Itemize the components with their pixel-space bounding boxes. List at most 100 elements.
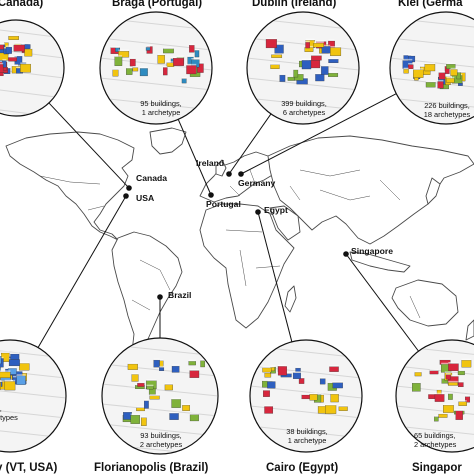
location-marker-egypt [255, 209, 261, 215]
building-roof [118, 49, 129, 52]
street [0, 385, 65, 399]
country-border [229, 185, 241, 197]
building-block [189, 45, 195, 53]
building-roof [0, 354, 2, 357]
building-block [298, 378, 305, 384]
panel-4 [0, 339, 67, 453]
building-roof [20, 62, 31, 65]
panel-caption-braga: 95 buildings, 1 archetype [113, 99, 209, 117]
building-roof [448, 392, 453, 394]
building-roof [264, 371, 271, 374]
building-block [118, 50, 130, 58]
building-block [0, 371, 11, 378]
marker-label-ireland: Ireland [196, 158, 225, 168]
building-roof [413, 68, 424, 70]
building-block [458, 382, 464, 388]
building-roof [194, 48, 200, 51]
building-roof [458, 400, 467, 402]
building-roof [110, 46, 120, 48]
panel-title-kiel: Kiel (Germa [398, 0, 463, 9]
country-border [131, 299, 151, 311]
panel-title-florianopolis: Florianopolis (Brazil) [94, 462, 209, 474]
location-marker-usa [123, 193, 129, 199]
building-roof [305, 40, 310, 43]
building-roof [0, 62, 4, 65]
building-roof [1, 351, 10, 354]
marker-label-brazil: Brazil [168, 290, 192, 300]
building-roof [338, 405, 348, 407]
panel-6 [249, 339, 363, 453]
building-roof [127, 362, 138, 365]
caption-archetypes: 6 archetypes [282, 108, 326, 117]
building-roof [191, 58, 200, 60]
building-roof [465, 395, 470, 397]
country-border [87, 205, 105, 211]
building-roof [4, 41, 9, 43]
building-roof [114, 55, 123, 57]
building-block [295, 367, 301, 372]
building-roof [448, 380, 458, 383]
building-roof [130, 57, 136, 60]
building-block [153, 359, 160, 368]
building-roof [327, 381, 337, 384]
building-block [424, 63, 436, 72]
building-block [448, 363, 459, 371]
location-marker-portugal [208, 192, 214, 198]
building-roof [318, 393, 324, 395]
country-border [249, 169, 257, 187]
building-block [189, 370, 200, 378]
building-roof [12, 369, 23, 372]
country-border [225, 229, 263, 233]
landmass-british-isles [215, 159, 227, 177]
building-block [0, 381, 1, 390]
building-roof [187, 55, 194, 57]
building-roof [136, 406, 145, 408]
building-block [328, 72, 339, 77]
leader-line [240, 93, 397, 175]
country-border [379, 179, 401, 201]
landmass-asia [267, 135, 474, 245]
location-marker-ireland [226, 171, 232, 177]
panel-title-braga: Braga (Portugal) [112, 0, 203, 9]
building-block [112, 69, 119, 77]
panel-title-canada: (Canada) [0, 0, 44, 9]
country-border [255, 265, 281, 269]
building-block [301, 60, 312, 70]
panel-7 [395, 339, 474, 453]
building-block [0, 366, 1, 372]
building-roof [414, 370, 422, 373]
building-roof [16, 66, 23, 69]
caption-archetypes: etypes [0, 413, 18, 422]
building-block [163, 67, 168, 76]
building-block [270, 64, 280, 69]
building-roof [443, 403, 454, 406]
building-block [166, 62, 175, 67]
building-block [189, 414, 199, 422]
building-roof [294, 72, 304, 75]
building-block [0, 358, 4, 368]
panel-scene [397, 345, 474, 451]
country-border [239, 249, 247, 287]
street [391, 37, 474, 51]
caption-buildings: 65 buildings, [414, 431, 456, 440]
building-roof [0, 43, 4, 45]
building-roof [6, 45, 12, 48]
building-roof [21, 42, 31, 45]
building-roof [444, 371, 452, 373]
building-block [10, 353, 20, 360]
building-roof [425, 80, 436, 83]
building-block [434, 416, 439, 422]
building-roof [190, 413, 199, 415]
building-roof [438, 412, 448, 415]
building-block [131, 374, 139, 382]
building-block [293, 69, 299, 78]
building-roof [330, 45, 341, 48]
building-roof [329, 365, 339, 367]
street [103, 383, 217, 397]
building-block [157, 54, 165, 64]
building-roof [264, 404, 273, 407]
building-roof [309, 392, 318, 395]
building-block [186, 65, 197, 75]
leader-line [177, 119, 212, 196]
building-roof [4, 379, 16, 382]
